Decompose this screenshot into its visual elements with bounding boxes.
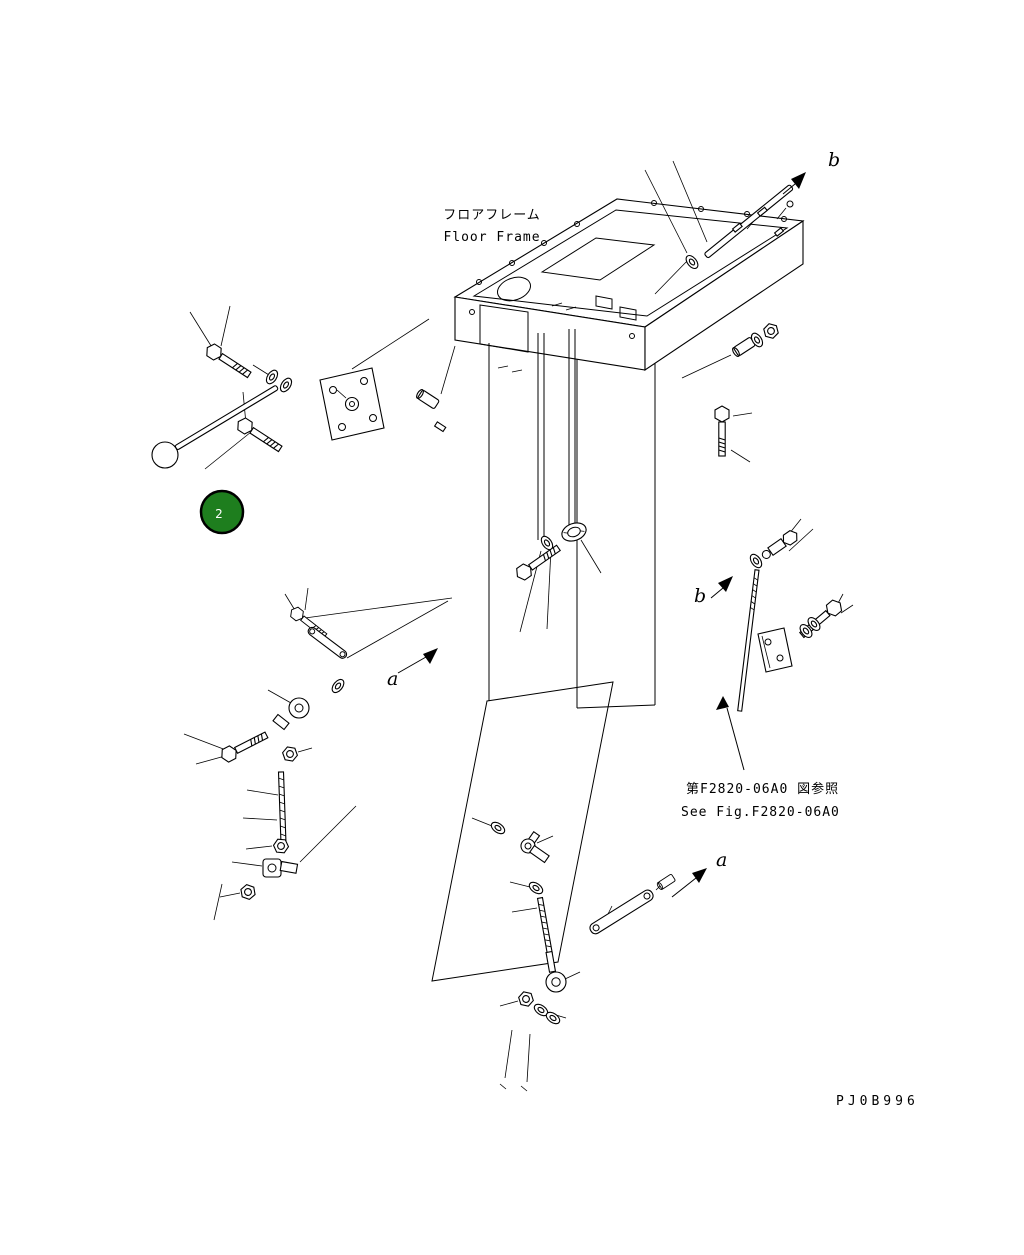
washer-icon — [263, 367, 281, 387]
view-label-b-top: b — [828, 149, 840, 171]
threaded-rod — [277, 771, 287, 843]
panel-outlines — [431, 329, 656, 982]
washer-icon — [329, 676, 347, 696]
clevis-joint — [262, 858, 299, 878]
hex-nut — [516, 990, 536, 1008]
floor-frame-label-en: Floor Frame — [443, 230, 540, 245]
view-label-a-bottom: a — [716, 849, 727, 871]
washer-icon — [277, 375, 295, 395]
arrow-icon — [718, 576, 733, 592]
bracket — [757, 627, 793, 673]
view-label-b-mid: b — [694, 585, 706, 607]
threaded-rod — [536, 896, 553, 955]
labels: フロアフレーム Floor Frame 第F2820-06A0 図参照 See … — [443, 208, 919, 1109]
ring-pin — [786, 200, 794, 208]
hex-nut — [761, 322, 781, 340]
reference-note-en: See Fig.F2820-06A0 — [681, 805, 840, 820]
cotter-pin — [213, 883, 223, 921]
pivot-joint — [272, 697, 310, 731]
small-pin — [433, 421, 447, 433]
floor-frame-label-jp: フロアフレーム — [443, 208, 541, 223]
arrow-icon — [716, 696, 729, 710]
hex-nut — [272, 838, 290, 854]
drawing-code: PJ0B996 — [836, 1094, 919, 1109]
callout-2: 2 — [199, 489, 245, 535]
link-bar — [307, 626, 348, 659]
rod-end — [545, 950, 567, 993]
floor-frame — [453, 198, 805, 373]
callout-circle — [199, 489, 245, 535]
mounting-plate — [319, 367, 385, 441]
cotter-pin — [756, 206, 768, 217]
callout-number: 2 — [215, 507, 223, 521]
reference-note-jp: 第F2820-06A0 図参照 — [686, 781, 839, 797]
parts — [151, 184, 846, 1027]
washer-icon — [526, 879, 546, 897]
arrow-icon — [791, 172, 806, 189]
washer-icon — [488, 819, 508, 837]
link-plate — [589, 889, 654, 935]
knob — [151, 441, 179, 469]
hex-bolt — [218, 728, 271, 765]
grooved-ring — [561, 522, 587, 542]
hex-bolt — [512, 541, 563, 583]
washer-icon — [747, 551, 765, 571]
spacer-cylinder — [414, 387, 441, 410]
arrow-icon — [692, 868, 707, 883]
arrow-icon — [423, 648, 438, 664]
cotter-pin — [731, 222, 743, 233]
hex-bolt — [202, 341, 254, 382]
push-rod — [737, 569, 760, 712]
hex-bolt — [714, 405, 730, 457]
spacer-bush — [773, 227, 785, 237]
view-arrows: b b a a — [387, 149, 840, 898]
hex-bolt — [233, 415, 285, 456]
hex-nut — [280, 745, 300, 763]
view-label-a-mid: a — [387, 668, 398, 690]
elbow-fitting — [520, 830, 550, 864]
bushing — [655, 873, 677, 891]
rod-joint — [761, 529, 798, 559]
hex-nut — [238, 882, 258, 902]
